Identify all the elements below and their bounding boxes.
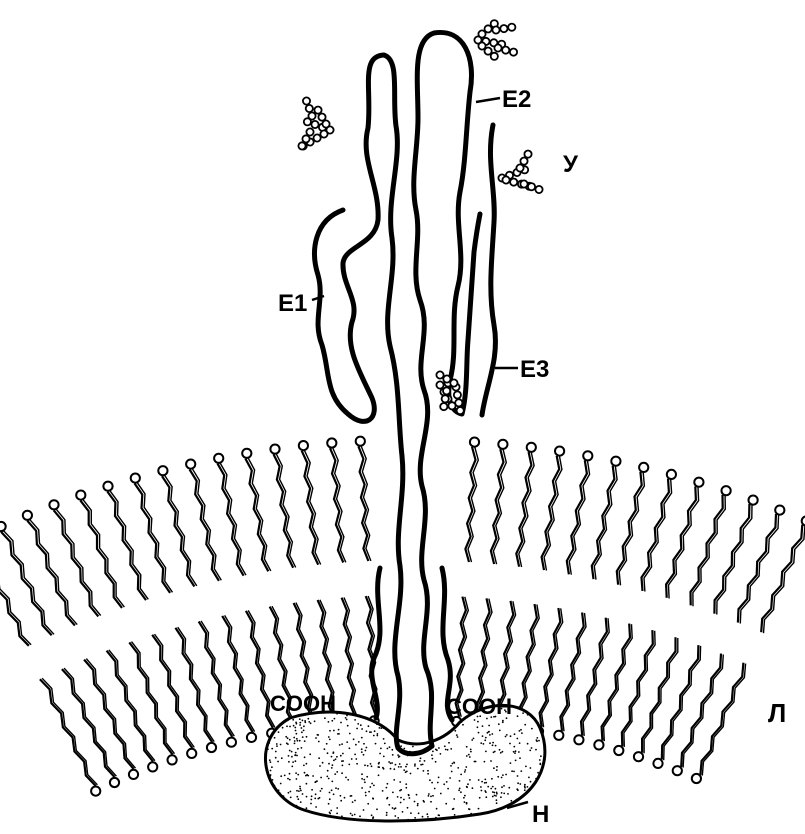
phospholipid-pair: [653, 496, 757, 769]
e3-polypeptide: [482, 125, 495, 415]
phospholipid-pair: [514, 447, 565, 733]
glycan-cluster: [298, 97, 333, 149]
phospholipid-pair: [214, 454, 276, 738]
label-e2: E2: [502, 86, 531, 113]
phospholipid-pair: [299, 441, 338, 729]
label-cooh-left: COOH: [270, 691, 336, 716]
glycan-cluster: [436, 371, 463, 414]
phospholipid-pair: [534, 451, 593, 736]
glycan-cluster: [474, 20, 517, 60]
label-cooh-right: COOH: [446, 694, 512, 719]
label-e3: E3: [520, 356, 549, 383]
phospholipid-pair: [0, 522, 119, 787]
phospholipid-pair: [493, 443, 536, 730]
phospholipid-pair: [673, 506, 785, 776]
label-n: Н: [532, 801, 549, 828]
phospholipid-pair: [23, 511, 138, 779]
glycan-cluster: [498, 151, 542, 194]
phospholipid-pair: [327, 438, 358, 726]
phospholipid-pair: [614, 478, 703, 756]
phospholipid-pair: [452, 438, 479, 727]
label-l: Л: [768, 698, 786, 728]
phospholipid-pair: [634, 486, 731, 761]
label-u: У: [563, 151, 579, 178]
label-e1: E1: [278, 290, 307, 317]
e2-leader-line: [476, 98, 500, 102]
